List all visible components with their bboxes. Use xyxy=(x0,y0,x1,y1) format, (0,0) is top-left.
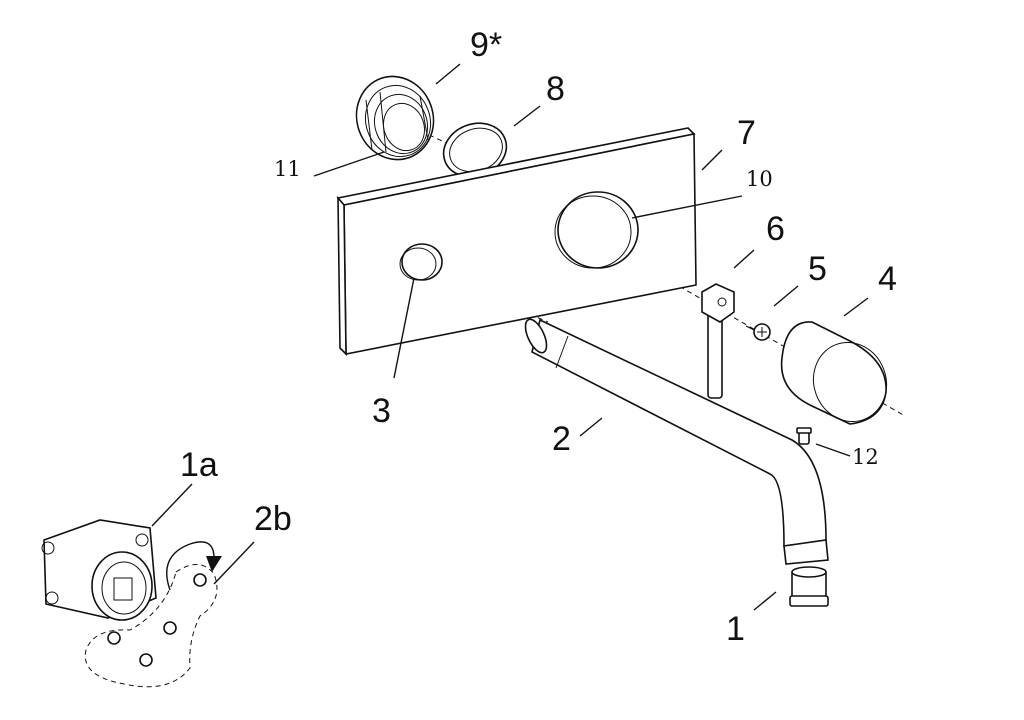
callout-8: 8 xyxy=(546,70,565,108)
leader-1 xyxy=(753,591,777,611)
leader-7 xyxy=(701,149,723,171)
leader-1a xyxy=(151,483,193,527)
part-2-spout xyxy=(524,318,829,565)
callout-1: 1 xyxy=(726,610,745,648)
callout-6: 6 xyxy=(766,210,785,248)
callout-5: 5 xyxy=(808,250,827,288)
callout-4: 4 xyxy=(878,260,897,298)
leader-3 xyxy=(393,277,415,379)
callout-2: 2 xyxy=(552,420,571,458)
part-1a-mounting-body xyxy=(41,519,157,621)
callout-7: 7 xyxy=(737,114,756,152)
leader-5 xyxy=(773,285,799,307)
part-4-handle-knob xyxy=(780,321,887,425)
part-5-screw xyxy=(745,323,771,341)
leader-8 xyxy=(513,105,541,127)
part-12-grub-screw xyxy=(796,427,812,445)
callout-2b: 2b xyxy=(254,500,292,538)
part-6-lever-stem xyxy=(701,283,735,399)
leader-2b xyxy=(213,541,255,585)
callout-9: 9* xyxy=(470,26,502,64)
leader-11 xyxy=(313,151,385,177)
leader-9 xyxy=(435,63,461,85)
leader-lines xyxy=(151,63,869,611)
callout-1a: 1a xyxy=(180,446,218,484)
leader-6 xyxy=(733,249,755,269)
leader-10 xyxy=(631,195,743,219)
callout-10: 10 xyxy=(746,167,773,191)
part-10-handle-rosette xyxy=(554,191,639,269)
callout-12: 12 xyxy=(852,445,879,469)
part-3-spout-rosette xyxy=(399,243,443,281)
leader-12 xyxy=(815,443,851,457)
part-9-cartridge-ring xyxy=(355,75,435,161)
part-7-cover-plate xyxy=(336,127,697,356)
leader-2 xyxy=(579,417,603,437)
part-2b-screw-set xyxy=(84,541,222,688)
part-1-aerator xyxy=(789,566,829,607)
callout-11: 11 xyxy=(274,157,301,181)
leader-4 xyxy=(843,297,869,317)
callout-3: 3 xyxy=(372,392,391,430)
